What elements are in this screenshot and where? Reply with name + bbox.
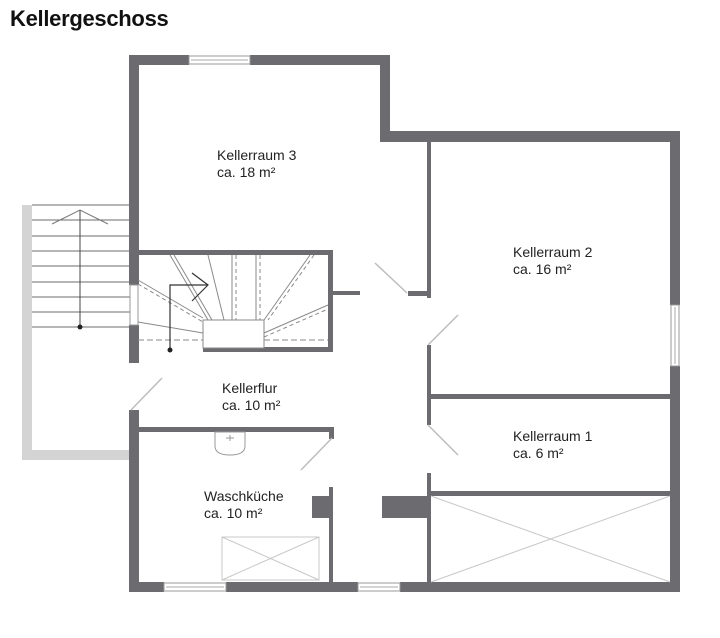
room-label-kellerraum-3: Kellerraum 3 ca. 18 m²	[217, 147, 296, 181]
room-label-kellerraum-2: Kellerraum 2 ca. 16 m²	[513, 244, 592, 278]
room-name: Kellerraum 1	[513, 428, 593, 444]
room-area: ca. 10 m²	[204, 505, 263, 521]
internal-staircase	[137, 254, 329, 349]
floor-plan-title: Kellergeschoss	[10, 6, 169, 31]
appliance-area	[221, 495, 671, 583]
room-name: Kellerraum 3	[217, 147, 297, 163]
room-name: Kellerflur	[222, 380, 278, 396]
room-name: Kellerraum 2	[513, 244, 593, 260]
room-label-kellerraum-1: Kellerraum 1 ca. 6 m²	[513, 428, 592, 462]
room-area: ca. 16 m²	[513, 261, 572, 277]
room-area: ca. 6 m²	[513, 445, 564, 461]
room-area: ca. 18 m²	[217, 164, 276, 180]
washbasin	[214, 431, 246, 456]
room-label-kellerflur: Kellerflur ca. 10 m²	[222, 380, 280, 414]
room-label-waschkueche: Waschküche ca. 10 m²	[204, 488, 284, 522]
room-name: Waschküche	[204, 488, 284, 504]
door-swings	[130, 262, 459, 471]
walls	[129, 55, 680, 592]
exterior-staircase	[22, 204, 130, 460]
room-area: ca. 10 m²	[222, 397, 281, 413]
